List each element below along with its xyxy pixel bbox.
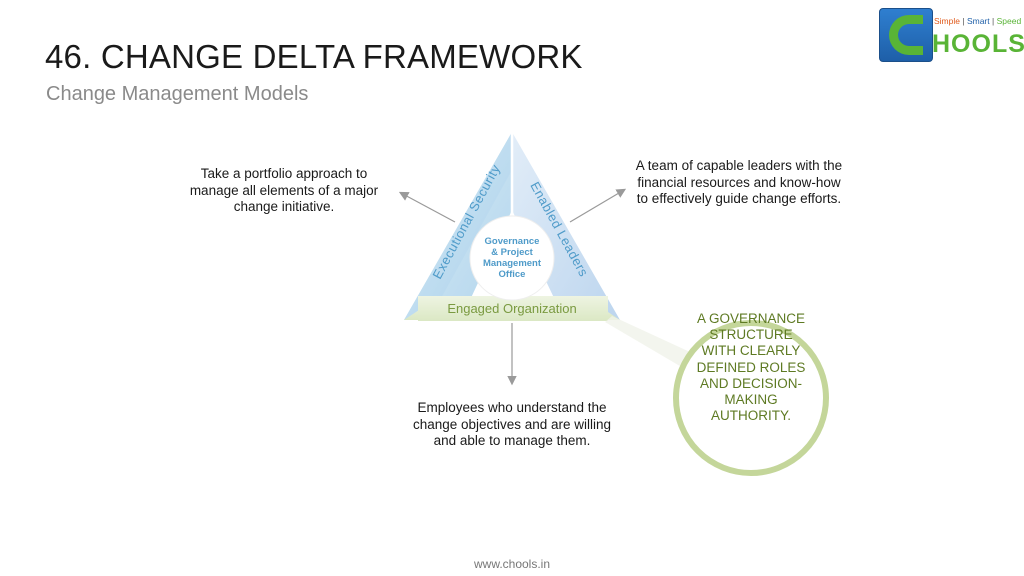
chools-logo[interactable]: Simple | Smart | Speed HOOLS (879, 8, 1024, 62)
base-label: Engaged Organization (447, 301, 576, 316)
logo-tagline-smart: Smart (966, 16, 990, 26)
governance-ring (673, 320, 829, 476)
logo-tagline: Simple | Smart | Speed (934, 16, 1022, 26)
center-label-line-4: Office (499, 269, 526, 280)
arrow-left (398, 191, 456, 223)
note-bottom: Employees who understand the change obje… (412, 400, 612, 448)
logo-wordmark: HOOLS (932, 30, 1024, 58)
note-left: Take a portfolio approach to manage all … (189, 166, 379, 214)
triangle-left-face (404, 132, 512, 320)
arrow-right (569, 188, 627, 223)
center-label-line-3: Management (483, 258, 542, 269)
triangle-right-face (512, 132, 620, 320)
page-subtitle: Change Management Models (46, 83, 309, 105)
page-title: 46. CHANGE DELTA FRAMEWORK (45, 38, 583, 75)
ring-connector (605, 316, 690, 372)
ring-note: A GOVERNANCE STRUCTURE WITH CLEARLY DEFI… (696, 311, 806, 424)
note-right: A team of capable leaders with the finan… (635, 158, 843, 206)
logo-c-shape (889, 15, 923, 55)
center-circle (469, 215, 555, 301)
logo-tagline-simple: Simple (934, 16, 960, 26)
center-label-line-1: Governance (485, 236, 540, 247)
logo-tagline-speed: Speed (996, 16, 1022, 26)
footer-url[interactable]: www.chools.in (473, 557, 551, 571)
center-label-line-2: & Project (491, 247, 534, 258)
logo-mark (879, 8, 933, 62)
